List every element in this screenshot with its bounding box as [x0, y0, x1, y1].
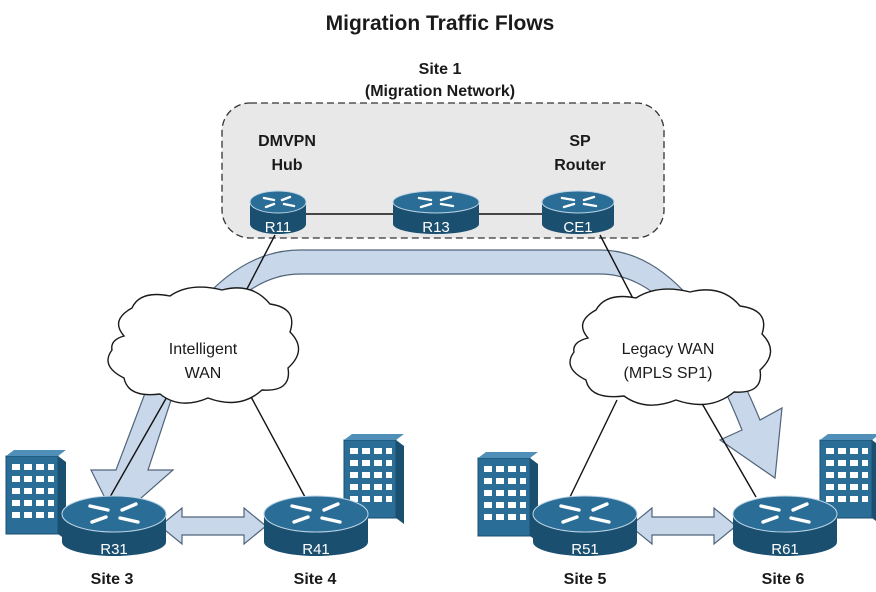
sp-router-label: SP [569, 133, 591, 150]
site3-building-icon [5, 449, 67, 541]
intelligent-wan-cloud [107, 286, 300, 404]
iwan-cloud-sublabel: WAN [185, 365, 222, 382]
site3-label: Site 3 [91, 571, 134, 588]
link-iwan-r41 [249, 394, 306, 498]
router-r51: R51 [532, 495, 638, 558]
dmvpn-hub-sublabel: Hub [271, 157, 302, 174]
site3-site4-arrow [159, 506, 267, 546]
link-legacy-r51 [569, 399, 618, 498]
router-r31: R31 [61, 495, 167, 558]
site5-site6-arrow [629, 506, 737, 546]
router-r11-label: R11 [265, 219, 291, 236]
site1-label: Site 1 [419, 61, 462, 78]
site6-label: Site 6 [762, 571, 805, 588]
diagram-title: Migration Traffic Flows [326, 12, 555, 35]
router-r13: R13 [392, 190, 480, 236]
site4-label: Site 4 [294, 571, 337, 588]
router-ce1: CE1 [541, 190, 615, 236]
router-r13-label: R13 [422, 219, 450, 236]
link-iwan-r31 [109, 394, 169, 498]
site1-sublabel: (Migration Network) [365, 83, 515, 100]
router-r11: R11 [249, 190, 307, 236]
router-r41-label: R41 [302, 541, 330, 558]
router-ce1-label: CE1 [563, 219, 592, 236]
legacy-cloud-sublabel: (MPLS SP1) [624, 365, 713, 382]
legacy-wan-cloud [569, 288, 772, 406]
router-r31-label: R31 [100, 541, 128, 558]
router-r51-label: R51 [571, 541, 599, 558]
dmvpn-hub-label: DMVPN [258, 133, 316, 150]
iwan-cloud-label: Intelligent [169, 341, 238, 358]
router-r61: R61 [732, 495, 838, 558]
sp-router-sublabel: Router [554, 157, 606, 174]
site5-building-icon [477, 451, 539, 543]
router-r41: R41 [263, 495, 369, 558]
router-r61-label: R61 [771, 541, 799, 558]
site5-label: Site 5 [564, 571, 607, 588]
legacy-cloud-label: Legacy WAN [622, 341, 715, 358]
link-legacy-r61 [699, 399, 757, 498]
